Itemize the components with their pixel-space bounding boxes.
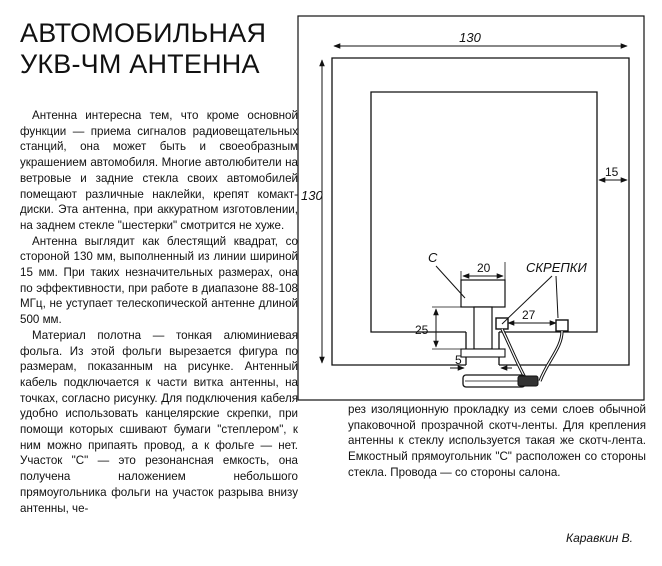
dim-label-c-height: 25 <box>415 323 429 337</box>
dim-label-strip: 15 <box>605 165 619 179</box>
dim-label-top: 130 <box>459 30 481 45</box>
capacitor-plate-c <box>460 279 506 308</box>
paragraph-intro: Антенна интересна тем, что кроме основно… <box>20 109 298 232</box>
author-signature: Каравкин В. <box>566 531 633 545</box>
leader-clip-1 <box>501 275 553 325</box>
antenna-inner-edge <box>370 91 598 333</box>
leader-clip-2 <box>555 275 559 319</box>
capacitor-stem <box>473 306 493 350</box>
wire-left-core <box>501 328 528 382</box>
dim-label-c-width: 20 <box>477 261 491 275</box>
coax-sleeve <box>517 375 539 387</box>
paragraph-continuation: рез изоляционную прокладку из семи слоев… <box>348 403 646 479</box>
dim-label-left: 130 <box>301 188 323 203</box>
dim-label-clip-span: 27 <box>522 308 536 322</box>
title-line-1: АВТОМОБИЛЬНАЯ <box>20 18 267 48</box>
wire-right-core <box>539 330 563 382</box>
paragraph-material: Материал полотна — тонкая алюминиевая фо… <box>20 328 298 515</box>
left-column-text: Антенна интересна тем, что кроме основно… <box>20 108 298 516</box>
label-clips: СКРЕПКИ <box>526 260 587 275</box>
label-capacitor: C <box>428 250 438 265</box>
leader-capacitor <box>435 265 466 299</box>
paragraph-dimensions: Антенна выглядит как блестящий квадрат, … <box>20 234 298 327</box>
paper-clip-right <box>555 319 569 332</box>
right-column-text: рез изоляционную прокладку из семи слоев… <box>348 402 646 481</box>
capacitor-foot <box>460 348 506 358</box>
article-title: АВТОМОБИЛЬНАЯ УКВ-ЧМ АНТЕННА <box>20 18 290 80</box>
dim-label-gap: 5 <box>455 353 462 367</box>
diagram-frame <box>297 15 645 401</box>
title-line-2: УКВ-ЧМ АНТЕННА <box>20 49 260 79</box>
antenna-outer-edge <box>331 57 630 366</box>
